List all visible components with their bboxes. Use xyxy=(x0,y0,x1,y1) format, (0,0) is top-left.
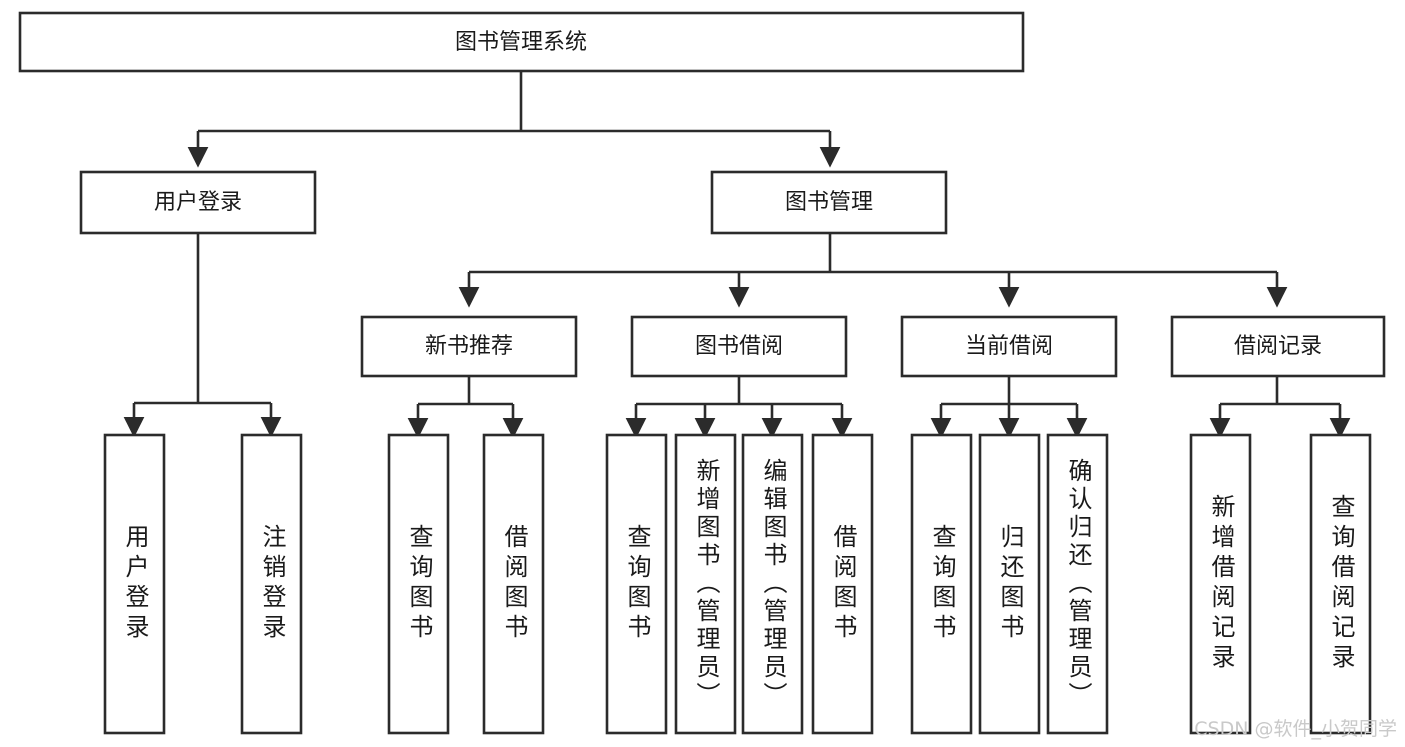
node-leaf-query-record-label: 查询借阅记录 xyxy=(1327,494,1355,674)
node-leaf-add-book-label: 新增图书（管理员） xyxy=(692,458,720,710)
node-current-borrow-label: 当前借阅 xyxy=(965,334,1053,359)
node-borrow-record-label: 借阅记录 xyxy=(1234,334,1322,359)
node-root-label: 图书管理系统 xyxy=(455,30,587,55)
node-current-borrow[interactable]: 当前借阅 xyxy=(900,315,1118,378)
node-leaf-query-book-1-label: 查询图书 xyxy=(405,524,433,644)
node-leaf-borrow-book-1[interactable]: 借阅图书 xyxy=(482,433,545,735)
node-leaf-user-login-label: 用户登录 xyxy=(121,524,149,644)
node-leaf-query-record[interactable]: 查询借阅记录 xyxy=(1309,433,1372,735)
node-leaf-user-login[interactable]: 用户登录 xyxy=(103,433,166,735)
node-new-book-recommend-label: 新书推荐 xyxy=(425,334,513,359)
node-user-login[interactable]: 用户登录 xyxy=(79,170,317,235)
node-root[interactable]: 图书管理系统 xyxy=(18,11,1025,73)
watermark: CSDN @软件_小贺同学 xyxy=(1194,718,1397,740)
node-leaf-query-book-3[interactable]: 查询图书 xyxy=(910,433,973,735)
node-leaf-user-logout-label: 注销登录 xyxy=(258,524,286,644)
node-leaf-add-book[interactable]: 新增图书（管理员） xyxy=(674,433,737,735)
node-leaf-add-record[interactable]: 新增借阅记录 xyxy=(1189,433,1252,735)
connector-new-book-recommend-to-leaves xyxy=(407,376,524,439)
node-leaf-query-book-1[interactable]: 查询图书 xyxy=(387,433,450,735)
node-leaf-edit-book[interactable]: 编辑图书（管理员） xyxy=(741,433,804,735)
node-book-borrow-label: 图书借阅 xyxy=(695,334,783,359)
node-book-management[interactable]: 图书管理 xyxy=(710,170,948,235)
connector-user-login-to-leaves xyxy=(123,233,282,438)
node-leaf-confirm-return-label: 确认归还（管理员） xyxy=(1064,458,1092,710)
connector-borrow-record-to-leaves xyxy=(1209,376,1351,439)
node-leaf-borrow-book-2[interactable]: 借阅图书 xyxy=(811,433,874,735)
node-leaf-query-book-3-label: 查询图书 xyxy=(928,524,956,644)
node-leaf-user-logout[interactable]: 注销登录 xyxy=(240,433,303,735)
node-leaf-query-book-2[interactable]: 查询图书 xyxy=(605,433,668,735)
node-leaf-return-book-label: 归还图书 xyxy=(996,524,1024,644)
node-borrow-record[interactable]: 借阅记录 xyxy=(1170,315,1386,378)
node-leaf-borrow-book-1-label: 借阅图书 xyxy=(500,524,528,644)
node-new-book-recommend[interactable]: 新书推荐 xyxy=(360,315,578,378)
connector-book-borrow-to-leaves xyxy=(625,376,853,439)
node-leaf-add-record-label: 新增借阅记录 xyxy=(1207,494,1235,674)
node-book-management-label: 图书管理 xyxy=(785,190,873,215)
node-leaf-borrow-book-2-label: 借阅图书 xyxy=(829,524,857,644)
node-leaf-query-book-2-label: 查询图书 xyxy=(623,524,651,644)
node-book-borrow[interactable]: 图书借阅 xyxy=(630,315,848,378)
connector-root-to-level2 xyxy=(187,71,841,168)
connector-current-borrow-to-leaves xyxy=(930,376,1088,439)
node-user-login-label: 用户登录 xyxy=(154,190,242,215)
node-leaf-return-book[interactable]: 归还图书 xyxy=(978,433,1041,735)
node-leaf-edit-book-label: 编辑图书（管理员） xyxy=(759,458,787,710)
connector-book-management-to-level3 xyxy=(458,233,1288,308)
node-leaf-confirm-return[interactable]: 确认归还（管理员） xyxy=(1046,433,1109,735)
